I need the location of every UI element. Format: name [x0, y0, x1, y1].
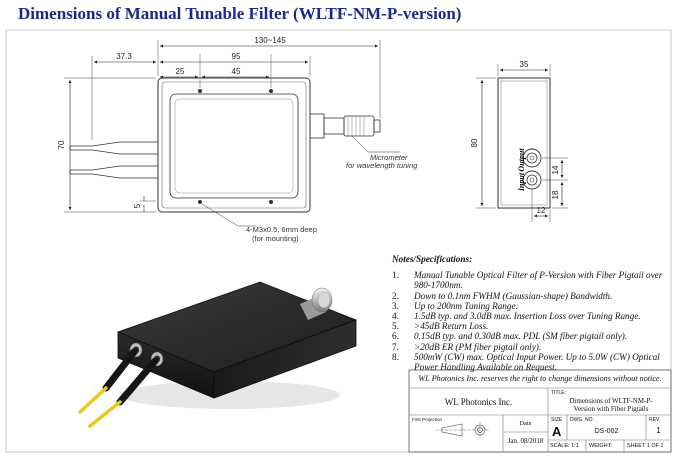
dim-port-bottom: 18	[551, 190, 560, 199]
note-number: 2.	[392, 290, 399, 301]
note-text: >20dB ER (PM fiber pigtail only).	[414, 341, 542, 352]
note-item: 2. Down to 0.1nm FWHM (Gaussian-shape) Ba…	[392, 291, 672, 301]
note-item: 7. >20dB ER (PM fiber pigtail only).	[392, 342, 672, 352]
micrometer-thimble	[343, 115, 375, 137]
drawing-title-line: Dimensions of WLTF-NM-P-	[569, 397, 653, 405]
body-outline	[157, 77, 311, 213]
mount-sublabel: (for mounting)	[252, 234, 299, 243]
drawing-title: Dimensions of WLTF-NM-P- Version with Fi…	[552, 397, 670, 413]
note-item: 4. 1.5dB typ. and 3.0dB max. Insertion Lo…	[392, 311, 672, 321]
fiber-render	[88, 400, 122, 428]
dim-side-width: 35	[520, 60, 529, 69]
note-number: 4.	[392, 311, 399, 322]
note-item: 1. Manual Tunable Optical Filter of P-Ver…	[392, 270, 672, 290]
note-item: 6. 0.15dB typ. and 0.30dB max. PDL (SM fi…	[392, 331, 672, 341]
date-value: Jan. 08/2018	[507, 437, 544, 445]
top-view: 130~145 37.3 95 25 45 70 5	[57, 36, 418, 243]
dim-port-right: 12	[537, 206, 546, 215]
sheet-border	[5, 29, 672, 453]
dim-fiber-offset: 37.3	[116, 52, 132, 61]
mount-label: 4-M3x0.5, 6mm deep	[246, 225, 317, 234]
company-name: WL Photonics Inc.	[444, 397, 513, 407]
note-text: >45dB Return Loss.	[414, 321, 489, 332]
weight: WEIGHT:	[589, 443, 612, 449]
size-value: A	[552, 424, 562, 439]
note-text: Up to 200nm Tuning Range.	[414, 300, 518, 311]
output-label: Output	[517, 148, 526, 172]
note-number: 1.	[392, 270, 399, 281]
title-label: TITLE:	[551, 390, 567, 396]
note-text: 500mW (CW) max. Optical Input Power. Up …	[414, 351, 660, 373]
dim-body-width: 95	[232, 52, 241, 61]
fiber-render	[78, 386, 108, 414]
note-item: 8. 500mW (CW) max. Optical Input Power. U…	[392, 352, 672, 372]
note-text: Down to 0.1nm FWHM (Gaussian-shape) Band…	[414, 290, 613, 301]
note-item: 3. Up to 200nm Tuning Range.	[392, 301, 672, 311]
note-number: 6.	[392, 331, 399, 342]
notes-list: 1. Manual Tunable Optical Filter of P-Ver…	[392, 270, 672, 372]
micrometer-sublabel: for wavelength tuning	[346, 161, 418, 170]
note-text: Manual Tunable Optical Filter of P-Versi…	[414, 270, 663, 291]
date-label: Date	[519, 420, 532, 427]
input-port	[522, 170, 542, 190]
micrometer-label: Micrometer	[370, 153, 408, 162]
note-number: 5.	[392, 321, 399, 332]
dim-fiber-bottom: 5	[133, 203, 142, 208]
note-text: 1.5dB typ. and 3.0dB max. Insertion Loss…	[414, 311, 641, 322]
page-title: Dimensions of Manual Tunable Filter (WLT…	[18, 4, 462, 23]
mount-hole	[198, 89, 202, 93]
product-render	[78, 281, 358, 428]
micrometer-base	[309, 113, 325, 139]
dim-height: 70	[57, 140, 66, 149]
dim-hole-offset-b: 45	[232, 67, 241, 76]
note-number: 8.	[392, 351, 399, 362]
projection-icon	[436, 422, 490, 438]
scale: SCALE: 1:1	[550, 443, 579, 449]
fiber-pigtail-lower	[69, 165, 158, 179]
title-block	[408, 369, 672, 453]
note-text: 0.15dB typ. and 0.30dB max. PDL (SM fibe…	[414, 331, 628, 342]
fiber-pigtail-upper	[69, 141, 158, 155]
dim-side-height: 80	[470, 138, 479, 147]
side-view: Output Input 35 80 14 18 12	[470, 60, 568, 222]
input-label: Input	[517, 172, 526, 192]
dwg-label: DWG. NO.	[570, 417, 594, 423]
note-number: 3.	[392, 300, 399, 311]
mount-hole	[269, 89, 273, 93]
rev-value: 1	[656, 426, 661, 435]
size-label: SIZE	[551, 417, 563, 423]
side-body	[497, 77, 551, 209]
mount-hole	[198, 200, 202, 204]
mount-hole	[269, 200, 273, 204]
notes-heading: Notes/Specifications:	[392, 254, 473, 264]
drawing-title-line: Version with Fiber Pigtails	[573, 405, 649, 413]
sheet: SHEET 1 OF 1	[627, 443, 664, 449]
dwg-value: DS-002	[594, 428, 619, 435]
dim-hole-offset-a: 25	[176, 67, 185, 76]
dim-port-spacing: 14	[551, 165, 560, 174]
reserve-notice: WL Photonics Inc. reserves the right to …	[418, 374, 662, 383]
notes-section: Notes/Specifications: 1. Manual Tunable O…	[392, 254, 672, 372]
output-port	[522, 148, 542, 168]
note-number: 7.	[392, 341, 399, 352]
note-item: 5. >45dB Return Loss.	[392, 321, 672, 331]
projection-label: First Projection	[412, 417, 443, 422]
rev-label: REV	[649, 417, 660, 423]
dim-overall-width: 130~145	[254, 36, 286, 45]
